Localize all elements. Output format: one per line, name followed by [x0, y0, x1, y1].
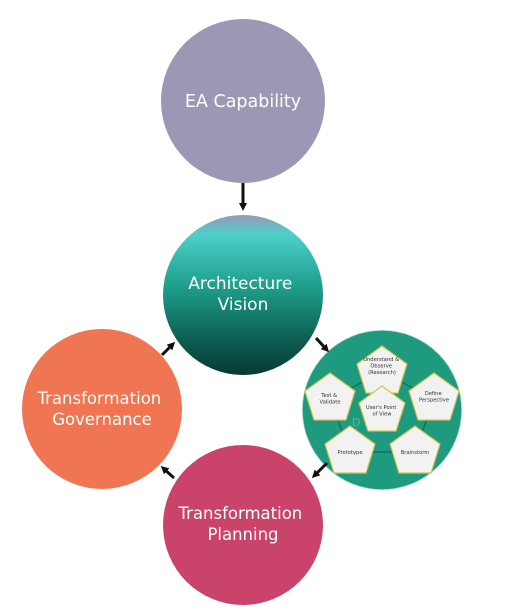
node-design-thinking: D I I Understand & Observe (Research) De… [301, 329, 463, 491]
svg-text:Brainstorm: Brainstorm [401, 450, 430, 456]
arrow-design-thinking-to-planning [311, 461, 329, 479]
stage-pentagon-brainstorm: Brainstorm [389, 425, 441, 474]
node-transformation-governance: Transformation Governance [22, 329, 182, 489]
svg-text:Understand & Observe: Understand & Observe (Research) [363, 357, 401, 376]
node-ea-capability: EA Capability [161, 19, 325, 183]
svg-text:Test & Validate: Test & Validate [320, 393, 341, 406]
architecture-vision-label: Architecture Vision [188, 274, 297, 315]
center-pentagon-users-point-of-view: User's Point of View [358, 385, 406, 432]
ea-capability-label: EA Capability [185, 92, 301, 112]
svg-text:User's Point of View: User's Point of View [366, 405, 398, 418]
arrow-vision-to-design-thinking [314, 336, 330, 353]
stage-pentagon-prototype: Prototype [324, 425, 376, 474]
svg-text:Define Perspective: Define Perspective [419, 391, 449, 404]
svg-text:Prototype: Prototype [337, 450, 362, 456]
node-transformation-planning: Transformation Planning [163, 445, 323, 605]
arrow-governance-to-vision [160, 341, 176, 357]
stage-pentagon-define: Define Perspective [408, 372, 460, 421]
node-architecture-vision: Architecture Vision [163, 215, 323, 375]
transformation-governance-label: Transformation Governance [36, 389, 166, 429]
transformation-planning-label: Transformation Planning [177, 504, 307, 544]
stage-pentagon-test: Test & Validate [304, 372, 356, 421]
arrow-planning-to-governance [160, 465, 176, 480]
